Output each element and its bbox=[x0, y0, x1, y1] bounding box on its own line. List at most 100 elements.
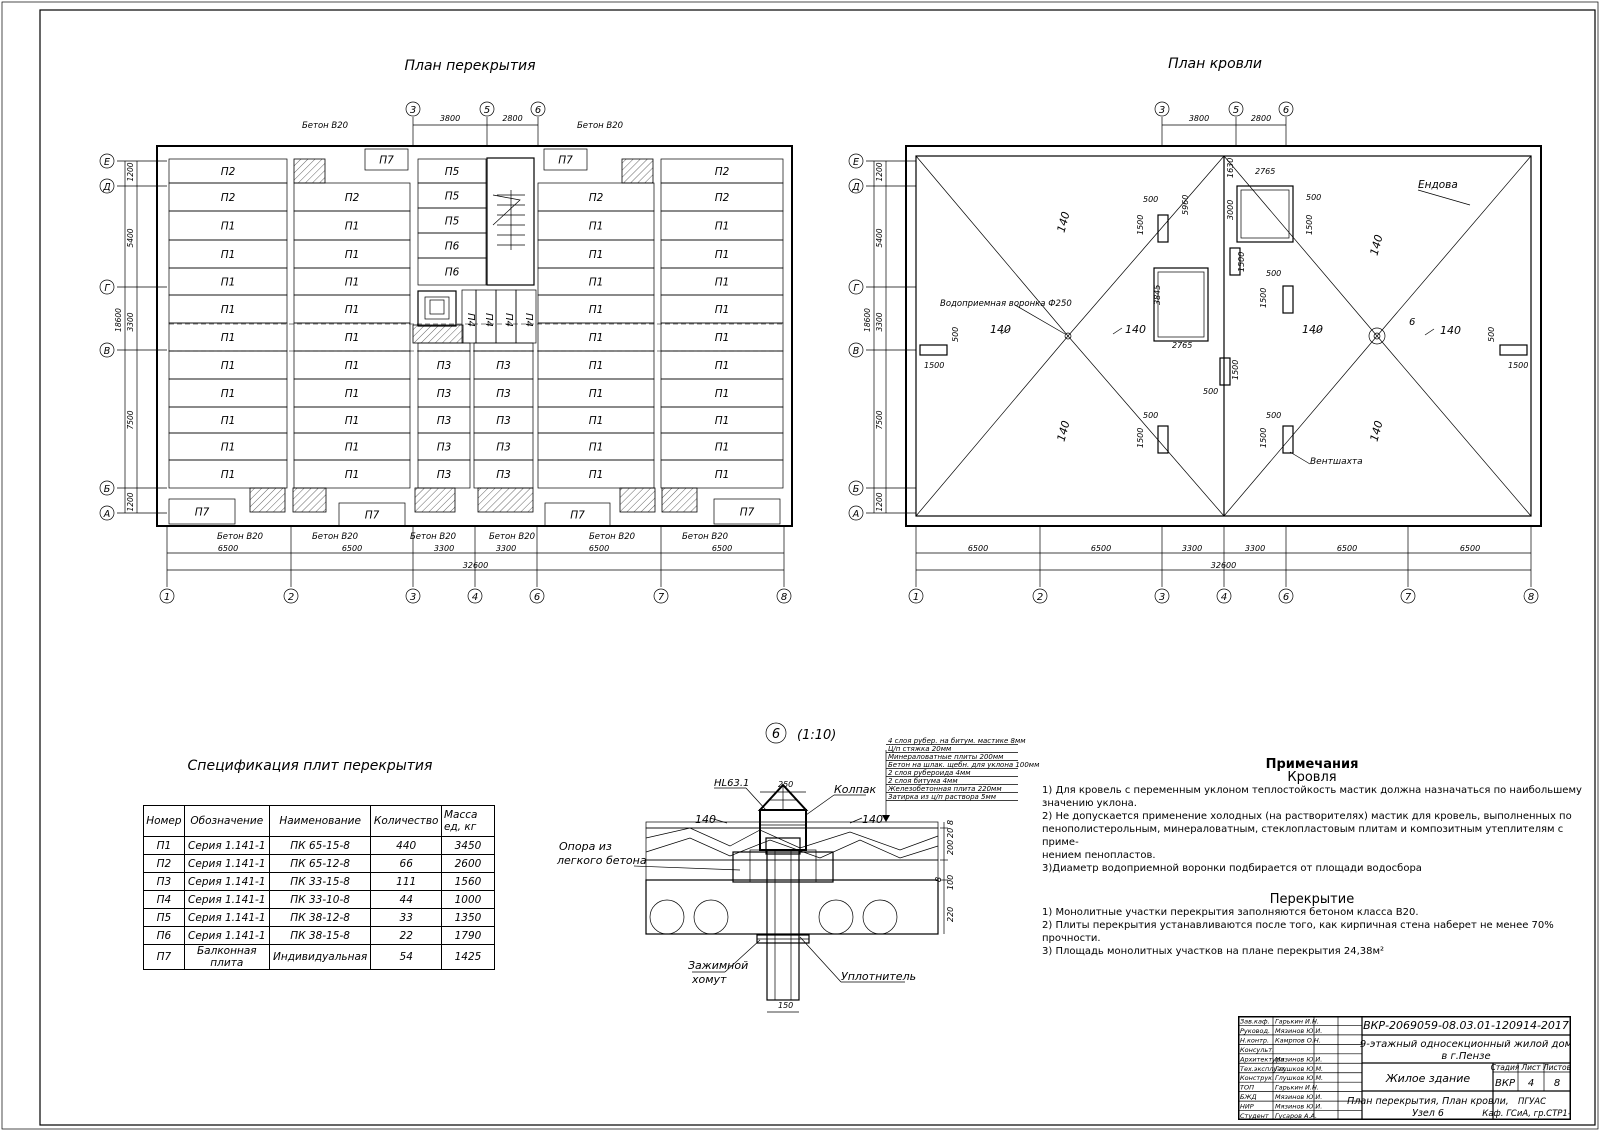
slab-label: П7 bbox=[570, 510, 585, 522]
slab-label: П2 bbox=[345, 192, 360, 204]
svg-text:150: 150 bbox=[778, 1001, 793, 1010]
monolith-patch bbox=[414, 487, 456, 513]
svg-text:HL63.1: HL63.1 bbox=[714, 778, 749, 789]
layer-label: 2 слоя рубероида 4мм bbox=[888, 769, 971, 777]
dim-label: 3800 bbox=[1189, 114, 1209, 123]
note-line: 2) Плиты перекрытия устанавливаются посл… bbox=[1042, 920, 1554, 944]
note-line: 3) Площадь монолитных участков на плане … bbox=[1042, 946, 1385, 957]
table-cell: Серия 1.141-1 bbox=[183, 836, 270, 855]
table-cell: ПК 65-12-8 bbox=[268, 854, 372, 873]
axis-label: Д bbox=[851, 182, 859, 193]
svg-text:500: 500 bbox=[1306, 193, 1321, 202]
dim-label: 6500 bbox=[589, 544, 609, 553]
svg-text:План перекрытия, План кровли,: План перекрытия, План кровли, bbox=[1347, 1096, 1509, 1107]
concrete-label: Бетон В20 bbox=[682, 532, 728, 542]
dim-label: 6500 bbox=[968, 544, 988, 553]
table-cell: ПК 38-15-8 bbox=[268, 926, 372, 945]
axis-label: 6 bbox=[534, 592, 540, 603]
svg-text:1500: 1500 bbox=[1508, 361, 1528, 370]
dim-label: 6500 bbox=[712, 544, 732, 553]
balcony-slab bbox=[338, 502, 406, 527]
axis-marker bbox=[776, 588, 792, 604]
stamp-role: Н.контр. bbox=[1240, 1036, 1269, 1044]
axis-marker bbox=[1216, 588, 1232, 604]
vent-shaft bbox=[919, 344, 948, 356]
svg-text:Каф. ГСиА, гр.СТР1-45: Каф. ГСиА, гр.СТР1-45 bbox=[1482, 1109, 1571, 1119]
note-line: 1) Монолитные участки перекрытия заполня… bbox=[1042, 907, 1419, 918]
svg-text:500: 500 bbox=[1266, 269, 1281, 278]
slab-label: П1 bbox=[715, 249, 730, 261]
col-header: Масса ед, кг bbox=[440, 805, 496, 837]
axis-label: 6 bbox=[1283, 105, 1289, 116]
dim-label: 6500 bbox=[1337, 544, 1357, 553]
table-cell: П2 bbox=[143, 854, 185, 873]
doc-code: ВКР-2069059-08.03.01-120914-2017 bbox=[1363, 1019, 1569, 1032]
slab bbox=[417, 342, 471, 352]
dim-label: 7500 bbox=[126, 410, 135, 429]
axis-marker bbox=[848, 153, 864, 169]
funnel-pipe bbox=[766, 849, 800, 1001]
axis-marker bbox=[848, 178, 864, 194]
vent-shaft bbox=[1157, 214, 1169, 243]
table-cell: 1000 bbox=[440, 890, 496, 909]
table-cell: Балконная плита bbox=[183, 944, 270, 970]
stamp-name: Глушков Ю.М. bbox=[1275, 1065, 1323, 1073]
stamp-role: Тех.эксплуат. bbox=[1240, 1065, 1287, 1073]
svg-text:хомут: хомут bbox=[691, 973, 727, 986]
svg-text:Ендова: Ендова bbox=[1418, 179, 1458, 191]
slab-label: П1 bbox=[221, 332, 236, 344]
slab-label: П2 bbox=[221, 166, 236, 178]
dim-label: 1200 bbox=[126, 162, 135, 181]
concrete-label: Бетон В20 bbox=[312, 532, 358, 542]
axis-marker bbox=[1278, 588, 1294, 604]
axis-label: 4 bbox=[1221, 592, 1227, 603]
title-block: Зав.каф.Гарькин И.Н.Руковод.Мязинов Ю.И.… bbox=[1238, 1016, 1571, 1120]
axis-marker bbox=[99, 178, 115, 194]
svg-text:250: 250 bbox=[778, 780, 793, 789]
svg-text:ПГУАС: ПГУАС bbox=[1518, 1097, 1546, 1107]
svg-text:6: 6 bbox=[1409, 317, 1415, 328]
axis-label: 4 bbox=[472, 592, 478, 603]
svg-text:ВКР: ВКР bbox=[1495, 1078, 1516, 1089]
slab-label: П3 bbox=[496, 442, 511, 454]
svg-text:140: 140 bbox=[1055, 210, 1073, 234]
stamp-name: Гусаров А.А. bbox=[1275, 1112, 1317, 1120]
slab-label: П1 bbox=[221, 249, 236, 261]
svg-text:1500: 1500 bbox=[924, 361, 944, 370]
slab-label: П1 bbox=[221, 442, 236, 454]
table-cell: ПК 38-12-8 bbox=[268, 908, 372, 927]
slab-label: П1 bbox=[345, 277, 360, 289]
concrete-label: Бетон В20 bbox=[489, 532, 535, 542]
slab-label: П6 bbox=[445, 267, 460, 279]
vent-shaft bbox=[1219, 357, 1231, 386]
slab bbox=[515, 289, 537, 344]
stamp-role: БЖД bbox=[1240, 1093, 1257, 1101]
svg-text:140: 140 bbox=[990, 323, 1011, 336]
svg-text:Лист: Лист bbox=[1520, 1063, 1541, 1072]
detail-marker bbox=[765, 722, 787, 744]
slab-label: П1 bbox=[221, 415, 236, 427]
floor-notes-heading: Перекрытие bbox=[1269, 892, 1355, 907]
axis-label: В bbox=[104, 346, 111, 357]
dim-label: 32600 bbox=[1211, 561, 1236, 570]
balcony-slab bbox=[544, 502, 611, 527]
col-header: Количество bbox=[370, 805, 442, 837]
svg-text:(1:10): (1:10) bbox=[797, 728, 836, 743]
slab-label: П1 bbox=[345, 304, 360, 316]
table-cell: П1 bbox=[143, 836, 185, 855]
slab bbox=[293, 459, 411, 489]
slab bbox=[660, 459, 784, 489]
svg-text:500: 500 bbox=[1143, 195, 1158, 204]
axis-label: 2 bbox=[1037, 592, 1043, 603]
dim-label: 7500 bbox=[875, 410, 884, 429]
dim-label: 3300 bbox=[1245, 544, 1265, 553]
svg-text:500: 500 bbox=[951, 327, 960, 342]
dim-label: 18600 bbox=[863, 308, 872, 332]
axis-marker bbox=[530, 101, 546, 117]
